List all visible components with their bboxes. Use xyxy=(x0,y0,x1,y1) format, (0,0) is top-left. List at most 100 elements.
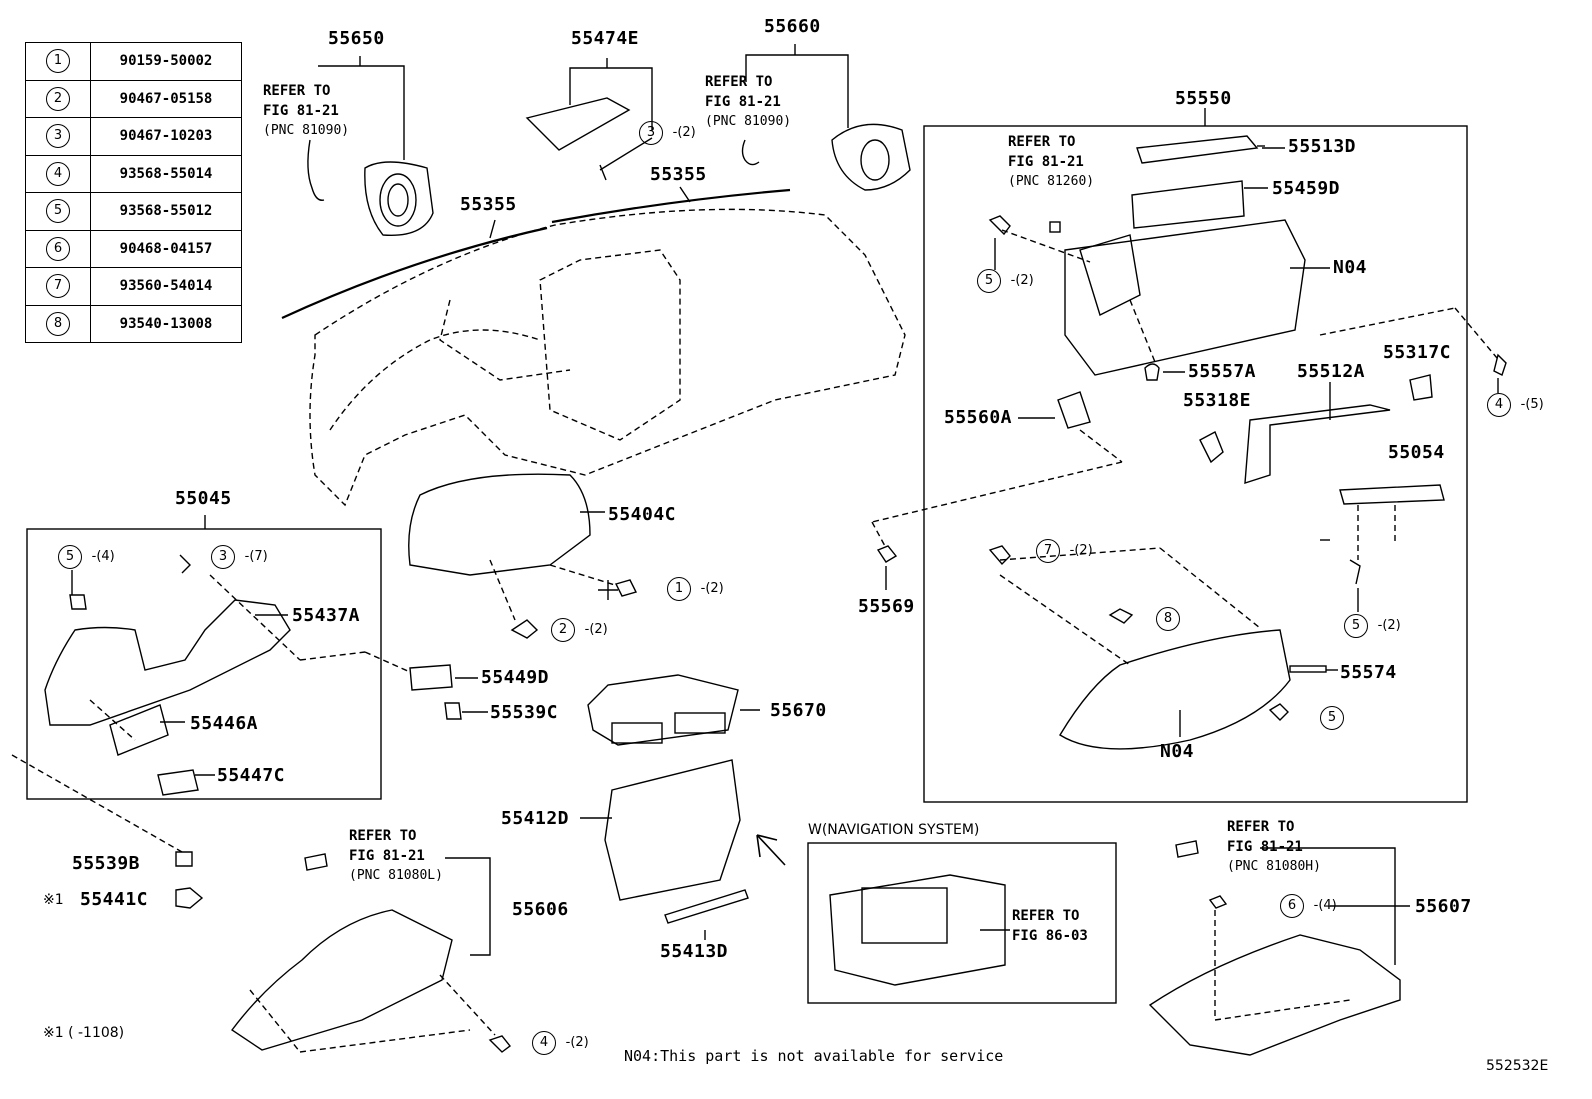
fastener-callout: 5 -(4) xyxy=(58,545,115,569)
ref-circle: 3 xyxy=(46,124,70,149)
part-label-55550: 55550 xyxy=(1175,88,1232,109)
ref-circle: 6 xyxy=(46,236,70,261)
part-label-55355: 55355 xyxy=(460,194,517,215)
part-label-55569: 55569 xyxy=(858,596,915,617)
part-label-n04: N04 xyxy=(1333,257,1368,278)
footnote-range: ※1 ( -1108) xyxy=(43,1025,125,1041)
instrument-panel-illustration xyxy=(309,208,906,507)
ref-circle: 5 xyxy=(46,199,70,224)
footnote-marker: ※1 xyxy=(43,892,64,908)
navigation-system-label: W(NAVIGATION SYSTEM) xyxy=(808,822,980,838)
part-label-55606: 55606 xyxy=(512,899,569,920)
fastener-callout: 5 xyxy=(1320,706,1344,730)
lower-panel-illustration xyxy=(44,473,618,796)
part-label-55557a: 55557A xyxy=(1188,361,1257,382)
part-label-55474e: 55474E xyxy=(571,28,640,49)
glovebox-illustration xyxy=(1049,135,1445,750)
part-label-55560a: 55560A xyxy=(944,407,1013,428)
part-label-n04: N04 xyxy=(1160,741,1195,762)
fastener-callout: 3 -(7) xyxy=(211,545,268,569)
fastener-callout: 7 -(2) xyxy=(1036,539,1093,563)
fastener-reference-table: 1 90159-50002 2 90467-05158 3 90467-10203 4… xyxy=(25,42,242,343)
part-label-55355: 55355 xyxy=(650,164,707,185)
lower-cover-left-leaders xyxy=(249,974,496,1053)
center-console-illustration xyxy=(580,674,786,940)
part-label-55539c: 55539C xyxy=(490,702,559,723)
navigation-frame xyxy=(807,842,1117,1004)
part-label-55513d: 55513D xyxy=(1288,136,1357,157)
glovebox-leaders xyxy=(871,229,1498,666)
table-row: 6 90468-04157 xyxy=(25,229,242,268)
refer-to-note: REFER TO FIG 81-21 (PNC 81090) xyxy=(263,83,350,138)
fastener-callout: 3 -(2) xyxy=(639,121,696,145)
fastener-callout: 6 -(4) xyxy=(1280,894,1337,918)
part-label-55441c: 55441C xyxy=(80,889,149,910)
part-label-55054: 55054 xyxy=(1388,442,1445,463)
table-row: 1 90159-50002 xyxy=(25,42,242,81)
part-label-55317c: 55317C xyxy=(1383,342,1452,363)
part-label-55404c: 55404C xyxy=(608,504,677,525)
table-row: 2 90467-05158 xyxy=(25,79,242,118)
part-label-55650: 55650 xyxy=(328,28,385,49)
trim-strip-illustration xyxy=(281,186,791,319)
part-label-55512a: 55512A xyxy=(1297,361,1366,382)
part-label-55539b: 55539B xyxy=(72,853,141,874)
fastener-part-number: 90467-05158 xyxy=(90,79,242,118)
fastener-part-number: 93568-55012 xyxy=(90,192,242,231)
glovebox-frame xyxy=(923,125,1468,803)
fastener-callout: 4 -(2) xyxy=(532,1031,589,1055)
fastener-callout: 2 -(2) xyxy=(551,618,608,642)
part-label-55045: 55045 xyxy=(175,488,232,509)
part-label-55607: 55607 xyxy=(1415,896,1472,917)
refer-to-note: REFER TO FIG 81-21 (PNC 81080L) xyxy=(349,828,443,883)
glovebox-solid-leaders xyxy=(1018,147,1338,737)
refer-to-note: REFER TO FIG 81-21 (PNC 81260) xyxy=(1008,134,1095,189)
fastener-callout: 1 -(2) xyxy=(667,577,724,601)
ref-circle: 2 xyxy=(46,86,70,111)
part-label-55413d: 55413D xyxy=(660,941,729,962)
ref-circle: 7 xyxy=(46,274,70,299)
fastener-callout: 5 -(2) xyxy=(1344,614,1401,638)
part-label-55574: 55574 xyxy=(1340,662,1397,683)
fastener-part-number: 93560-54014 xyxy=(90,267,242,306)
panel-55474e-illustration xyxy=(525,58,653,181)
n04-note: N04:This part is not available for servi… xyxy=(624,1047,1004,1065)
table-row: 3 90467-10203 xyxy=(25,117,242,156)
part-label-55318e: 55318E xyxy=(1183,390,1252,411)
refer-to-note: REFER TO FIG 86-03 xyxy=(1012,908,1088,944)
ref-circle: 1 xyxy=(46,49,70,74)
part-label-55459d: 55459D xyxy=(1272,178,1341,199)
lower-cover-right-leaders xyxy=(1214,910,1351,1021)
fastener-part-number: 90468-04157 xyxy=(90,229,242,268)
navigation-unit-illustration xyxy=(829,874,1010,986)
lower-panel-leaders xyxy=(11,559,616,853)
lower-cover-left-illustration xyxy=(230,853,491,1051)
vent-right-illustration xyxy=(741,44,911,191)
part-label-55437a: 55437A xyxy=(292,605,361,626)
fastener-callout: 8 xyxy=(1156,607,1180,631)
fastener-part-number: 90159-50002 xyxy=(90,42,242,81)
part-label-55447c: 55447C xyxy=(217,765,286,786)
part-label-55446a: 55446A xyxy=(190,713,259,734)
fastener-callout: 4 -(5) xyxy=(1487,393,1544,417)
refer-to-note: REFER TO FIG 81-21 (PNC 81090) xyxy=(705,74,792,129)
ref-circle: 4 xyxy=(46,161,70,186)
part-label-55412d: 55412D xyxy=(501,808,570,829)
vent-left-illustration xyxy=(307,56,434,237)
diagram-id: 552532E xyxy=(1486,1058,1549,1074)
part-label-55660: 55660 xyxy=(764,16,821,37)
ref-circle: 8 xyxy=(46,311,70,336)
table-row: 7 93560-54014 xyxy=(25,267,242,306)
table-row: 4 93568-55014 xyxy=(25,154,242,193)
part-label-55449d: 55449D xyxy=(481,667,550,688)
lower-panel-frame xyxy=(26,528,382,800)
table-row: 5 93568-55012 xyxy=(25,192,242,231)
lower-cover-right-illustration xyxy=(1148,840,1410,1056)
refer-to-note: REFER TO FIG 81-21 (PNC 81080H) xyxy=(1227,819,1321,874)
fastener-part-number: 90467-10203 xyxy=(90,117,242,156)
fastener-callout: 5 -(2) xyxy=(977,269,1034,293)
fastener-part-number: 93568-55014 xyxy=(90,154,242,193)
